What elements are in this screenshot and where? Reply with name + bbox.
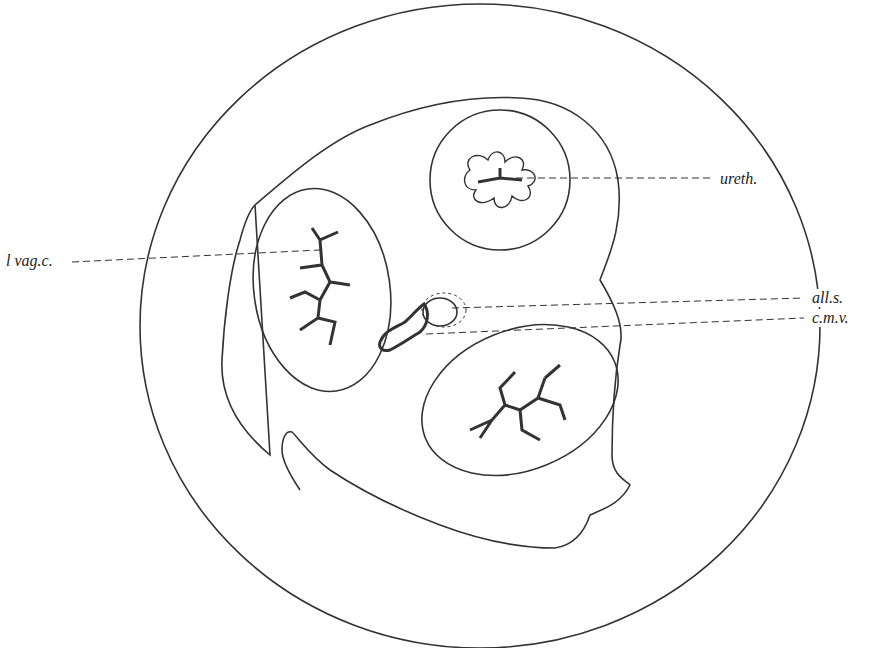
vaginal-canal-wall — [399, 297, 641, 503]
tissue-outline — [222, 97, 630, 548]
urethra-lumen — [478, 168, 522, 182]
leader-line — [452, 298, 804, 308]
leader-line — [72, 250, 320, 262]
allantoic-stalk-sheath — [422, 293, 466, 327]
vaginal-lumen — [470, 365, 565, 440]
part-label: all.s. — [810, 289, 845, 307]
part-label: ureth. — [718, 170, 759, 188]
part-label: l vag.c. — [4, 252, 55, 270]
urethra-lumen-outline — [465, 152, 536, 208]
leader-line — [516, 178, 712, 179]
vessel — [380, 304, 428, 351]
vaginal-canal-wall — [240, 180, 403, 401]
leader-line — [426, 318, 804, 334]
urethra-wall — [430, 110, 570, 250]
vaginal-lumen — [290, 228, 350, 345]
part-label: c.m.v. — [810, 309, 851, 327]
field-circle — [140, 4, 820, 648]
